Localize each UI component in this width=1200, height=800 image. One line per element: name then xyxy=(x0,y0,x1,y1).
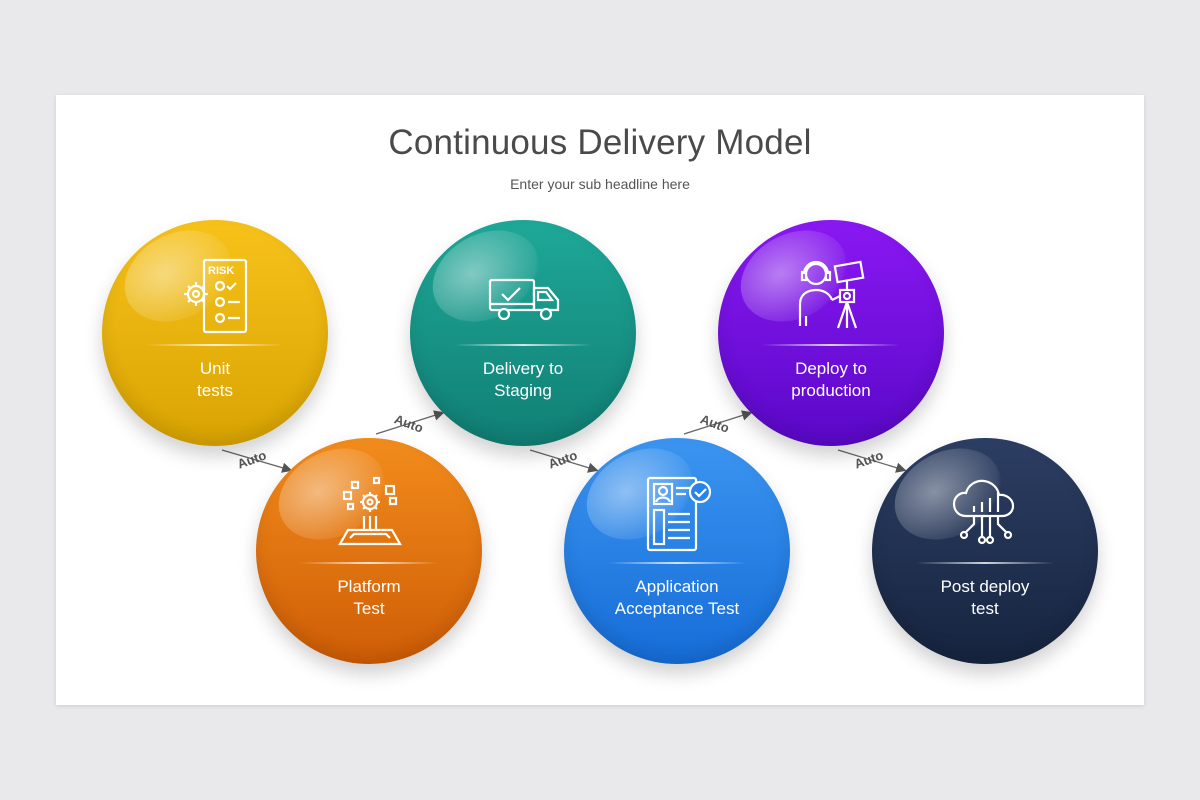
node-label-line2: test xyxy=(971,599,999,618)
cloud-chart-icon xyxy=(952,479,1015,545)
page-subtitle: Enter your sub headline here xyxy=(510,176,690,192)
svg-text:RISK: RISK xyxy=(208,265,234,277)
node-label-line2: Acceptance Test xyxy=(614,599,740,618)
connector-arrow-3 xyxy=(529,449,599,473)
node-label: Deploy to production xyxy=(728,358,934,402)
node-label-line1: Deploy to xyxy=(795,359,867,378)
profile-document-icon xyxy=(646,476,712,552)
node-label: Application Acceptance Test xyxy=(574,576,780,620)
node-label-line1: Platform xyxy=(337,577,401,596)
page-title: Continuous Delivery Model xyxy=(388,123,812,162)
node-label: Unit tests xyxy=(112,358,318,402)
node-label: Delivery to Staging xyxy=(420,358,626,402)
connector-arrow-5 xyxy=(837,449,907,473)
node-divider xyxy=(916,562,1054,564)
node-divider xyxy=(300,562,438,564)
node-divider xyxy=(762,344,900,346)
node-label: Post deploy test xyxy=(882,576,1088,620)
gear-platform-icon xyxy=(338,476,402,546)
risk-checklist-icon: RISK xyxy=(184,258,248,334)
node-unit-tests: RISK Unit tests xyxy=(102,220,328,446)
node-label: Platform Test xyxy=(266,576,472,620)
delivery-truck-icon xyxy=(488,278,560,321)
node-label-line1: Application xyxy=(635,577,719,596)
node-label-line2: Test xyxy=(353,599,385,618)
node-delivery-to-staging: Delivery to Staging xyxy=(410,220,636,446)
node-deploy-to-production: Deploy to production xyxy=(718,220,944,446)
node-platform-test: Platform Test xyxy=(256,438,482,664)
node-post-deploy-test: Post deploy test xyxy=(872,438,1098,664)
node-label-line2: production xyxy=(791,381,871,400)
node-divider xyxy=(146,344,284,346)
node-label-line2: tests xyxy=(197,381,233,400)
node-divider xyxy=(454,344,592,346)
node-label-line1: Post deploy xyxy=(940,577,1030,596)
node-label-line1: Unit xyxy=(199,359,231,378)
connector-arrow-4 xyxy=(683,410,753,435)
node-label-line1: Delivery to xyxy=(482,359,564,378)
node-label-line2: Staging xyxy=(494,381,552,400)
camera-operator-icon xyxy=(798,260,865,329)
node-application-acceptance-test: Application Acceptance Test xyxy=(564,438,790,664)
connector-arrow-2 xyxy=(375,410,445,435)
connector-arrow-1 xyxy=(221,449,293,473)
node-divider xyxy=(608,562,746,564)
